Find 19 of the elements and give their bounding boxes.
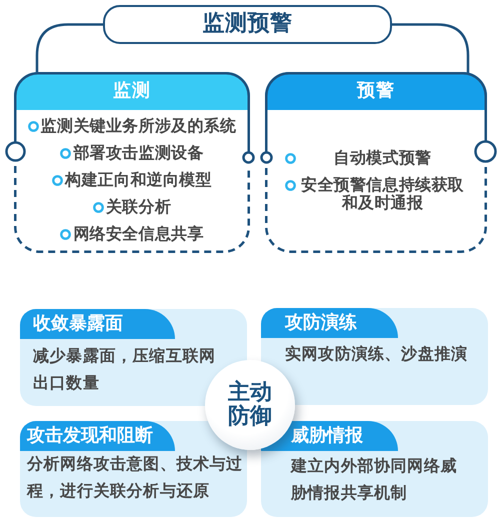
panel-header: 监测: [14, 72, 250, 110]
list-item: 关联分析: [106, 198, 172, 216]
list-item: 构建正向和逆向模型: [65, 171, 212, 189]
card-tab: 攻击发现和阻断: [20, 421, 175, 451]
connector-line: [392, 23, 470, 73]
card-text: 分析网络攻击意图、技术与过程，进行关联分析与还原: [27, 453, 244, 502]
list-panel: [265, 72, 487, 253]
title-pill: 监测预警: [103, 5, 392, 44]
card-tab: 攻防演练: [261, 308, 398, 338]
card-tab: 收敛暴露面: [20, 309, 175, 339]
list-item: 网络安全信息共享: [73, 225, 204, 243]
list-item: 监测关键业务所涉及的系统: [40, 117, 236, 135]
card-text: 建立内外部协同网络威胁情报共享机制: [291, 455, 458, 504]
list-item: 安全预警信息持续获取和及时通报: [300, 176, 465, 212]
connector-line: [36, 23, 103, 73]
list-panel: [14, 72, 250, 253]
list-item: 部署攻击监测设备: [73, 144, 204, 162]
panel-header: 预警: [265, 72, 487, 110]
list-item: 自动模式预警: [332, 149, 432, 167]
